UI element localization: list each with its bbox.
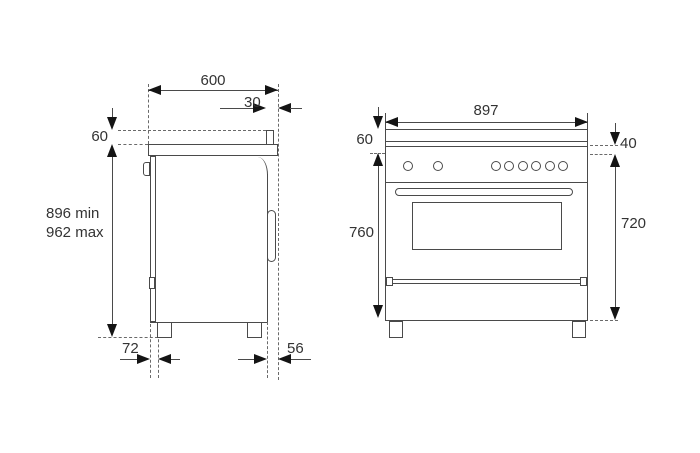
front-foot-right [572, 321, 586, 338]
side-worktop [148, 144, 278, 156]
dim-760-line [378, 166, 379, 305]
dim-60f-arrow-top [373, 116, 383, 129]
side-rear-panel-joint [149, 277, 155, 289]
side-ext-line-rear-face [150, 324, 151, 378]
dim-30-tail-left [220, 108, 254, 109]
dim-897-arrow-right [575, 117, 588, 127]
knob-oven-1 [403, 161, 413, 171]
dim-72-arrow-right [158, 354, 171, 364]
dim-72-arrow-left [137, 354, 150, 364]
dim-label-side-worktop-height: 60 [91, 128, 108, 145]
dim-label-side-rear-offset: 72 [122, 340, 139, 357]
dim-600-arrow-left [148, 85, 161, 95]
front-drawer-trim-cap-right [580, 277, 587, 286]
front-ref-line-panel-right [590, 154, 612, 155]
knob-burner-4 [531, 161, 541, 171]
dim-30-arrow-left [253, 103, 266, 113]
side-ext-line-front [278, 84, 279, 380]
side-door-handle [267, 210, 276, 262]
knob-oven-2 [433, 161, 443, 171]
front-foot-left [389, 321, 403, 338]
front-worktop-bottom-line [385, 146, 588, 147]
side-ref-line-top [118, 130, 266, 131]
dim-897-arrow-left [385, 117, 398, 127]
dim-label-front-width: 897 [473, 102, 499, 119]
side-door-top-curve [257, 157, 268, 175]
side-ref-line-floor [98, 337, 158, 338]
dim-56-tail-right [291, 359, 311, 360]
dim-label-side-front-overhang: 56 [287, 340, 304, 357]
front-door-window [412, 202, 562, 250]
dim-760-arrow-bottom [373, 305, 383, 318]
side-ref-line-worktop [118, 144, 148, 145]
front-ref-line-band-right [590, 145, 618, 146]
front-door-handle [395, 188, 573, 196]
dim-label-side-back-lip: 30 [244, 94, 261, 111]
dim-897-line [385, 122, 588, 123]
side-foot-front [247, 322, 262, 338]
side-ext-line-rear-foot [158, 324, 159, 378]
dim-600-line [148, 90, 278, 91]
dim-40-tail-top [615, 123, 616, 132]
dim-72-tail-right [171, 359, 180, 360]
knob-burner-2 [504, 161, 514, 171]
side-body-bottom [150, 322, 267, 323]
side-foot-rear [157, 322, 172, 338]
dim-60f-tail-top [378, 107, 379, 116]
dim-40-arrow-top [610, 132, 620, 145]
knob-burner-5 [545, 161, 555, 171]
dim-720-line [615, 167, 616, 307]
dim-56-tail-left [238, 359, 255, 360]
front-worktop-edge-line [385, 141, 588, 142]
dim-label-side-top-width: 600 [200, 72, 226, 89]
front-control-panel-bottom-line [385, 182, 588, 183]
dim-label-front-top-height: 60 [356, 131, 373, 148]
dim-56-arrow-left [254, 354, 267, 364]
side-rear-bracket [143, 162, 150, 176]
side-ext-line-left [148, 84, 149, 144]
side-ext-line-door-face [267, 322, 268, 378]
dim-56-arrow-right [278, 354, 291, 364]
dim-30-arrow-right [278, 103, 291, 113]
dim-label-height-max: 962 max [46, 224, 104, 241]
dim-height-arrow-bottom [107, 324, 117, 337]
dim-720-arrow-bottom [610, 307, 620, 320]
front-drawer-trim [392, 279, 581, 284]
side-back-lip [266, 130, 274, 145]
dim-30-tail-right [290, 108, 302, 109]
knob-burner-3 [518, 161, 528, 171]
knob-burner-6 [558, 161, 568, 171]
dim-height-line [112, 157, 113, 324]
dim-60f-arrow-bottom [373, 153, 383, 166]
front-ref-line-bottom-right [590, 320, 618, 321]
dim-40-arrow-bottom [610, 154, 620, 167]
dim-label-front-height-left: 760 [348, 224, 374, 241]
dim-60s-tail-top [112, 108, 113, 117]
dim-60s-arrow-top [107, 117, 117, 130]
front-drawer-trim-cap-left [386, 277, 393, 286]
dim-60s-arrow-bottom [107, 144, 117, 157]
dim-label-front-height-right: 720 [621, 215, 647, 232]
dim-72-tail-left [120, 359, 138, 360]
dim-label-height-min: 896 min [46, 205, 100, 222]
knob-burner-1 [491, 161, 501, 171]
dim-label-front-panel-inset: 40 [620, 135, 637, 152]
side-rear-panel [150, 156, 156, 322]
dim-600-arrow-right [265, 85, 278, 95]
